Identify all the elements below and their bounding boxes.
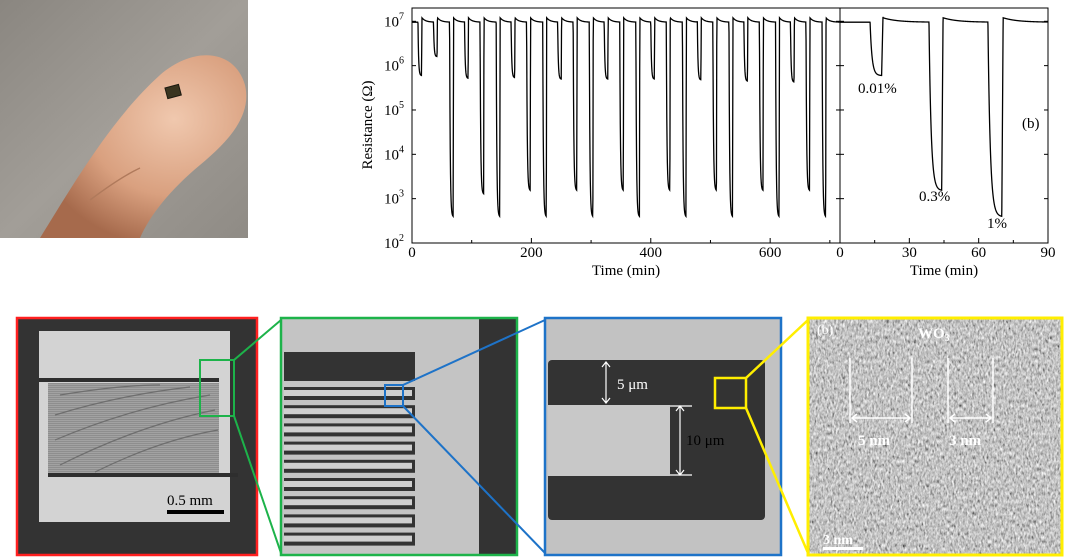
y-tick-label: 104 — [384, 144, 404, 163]
finger — [40, 55, 247, 238]
gap-arrow — [601, 361, 611, 404]
annotation-0.01: 0.01% — [858, 81, 897, 97]
tem-panel-label: (b) — [817, 323, 834, 338]
optical-chip-image: 0.5 mm — [15, 316, 259, 557]
y-axis-label: Resistance (Ω) — [360, 80, 376, 169]
width-label: 10 μm — [686, 433, 725, 449]
y-tick-label: 102 — [384, 233, 404, 252]
y-tick-label: 103 — [384, 189, 404, 208]
series-line-left — [412, 15, 841, 219]
x-tick-label: 90 — [1041, 245, 1056, 261]
red-frame — [15, 316, 259, 557]
spacing-a-arrow — [849, 358, 913, 423]
yellow-connector — [744, 319, 810, 554]
x-tick-label: 400 — [640, 245, 663, 261]
gap-label: 5 μm — [617, 377, 648, 393]
width-arrow — [670, 405, 692, 476]
y-tick-label: 107 — [384, 11, 404, 30]
spacing-b-arrow — [947, 358, 994, 423]
panel-label-b: (b) — [1022, 116, 1040, 132]
sensor-photo — [0, 0, 248, 238]
resistance-chart: 0 200 400 600 102 103 104 105 106 107 0 30 60 90 Resi… — [360, 7, 1056, 279]
y-tick-label: 106 — [384, 56, 404, 75]
y-tick-label: 105 — [384, 100, 404, 119]
yellow-zoom-box — [713, 376, 748, 410]
x-axis-label-left: Time (min) — [592, 263, 660, 279]
x-axis-label-right: Time (min) — [910, 263, 978, 279]
series-line-right — [840, 16, 1048, 218]
blue-zoom-box — [384, 384, 404, 407]
tem-image: (b) WO3 5 nm 3 nm 3 nm — [806, 316, 1064, 557]
scale-bar — [167, 510, 224, 514]
spacing-a-label: 5 nm — [858, 433, 891, 449]
x-tick-label: 30 — [902, 245, 917, 261]
blue-frame — [543, 316, 783, 557]
material-label: WO3 — [918, 326, 950, 344]
green-frame — [279, 316, 519, 557]
yellow-frame — [806, 316, 1064, 557]
x-tick-label: 0 — [408, 245, 416, 261]
spacing-b-label: 3 nm — [949, 433, 982, 449]
x-tick-label: 600 — [759, 245, 782, 261]
electrode-fingers-image — [279, 316, 519, 557]
annotation-0.3: 0.3% — [919, 189, 950, 205]
annotation-1: 1% — [987, 216, 1007, 232]
sensor-chip — [164, 83, 182, 100]
green-connector — [233, 319, 282, 554]
scale-bar-label: 0.5 mm — [167, 493, 213, 509]
x-tick-label: 0 — [836, 245, 844, 261]
finger-gap-image: 5 μm 10 μm — [543, 316, 783, 557]
microscopy-panels: 0.5 mm 5 μm 10 μm (b) WO3 5 nm 3 nm 3 nm — [15, 316, 1064, 557]
tem-scale-bar — [823, 547, 863, 550]
blue-connector — [402, 319, 546, 554]
tem-scale-label: 3 nm — [823, 533, 853, 548]
green-zoom-box — [199, 359, 235, 417]
x-tick-label: 60 — [971, 245, 986, 261]
x-tick-label: 200 — [520, 245, 543, 261]
